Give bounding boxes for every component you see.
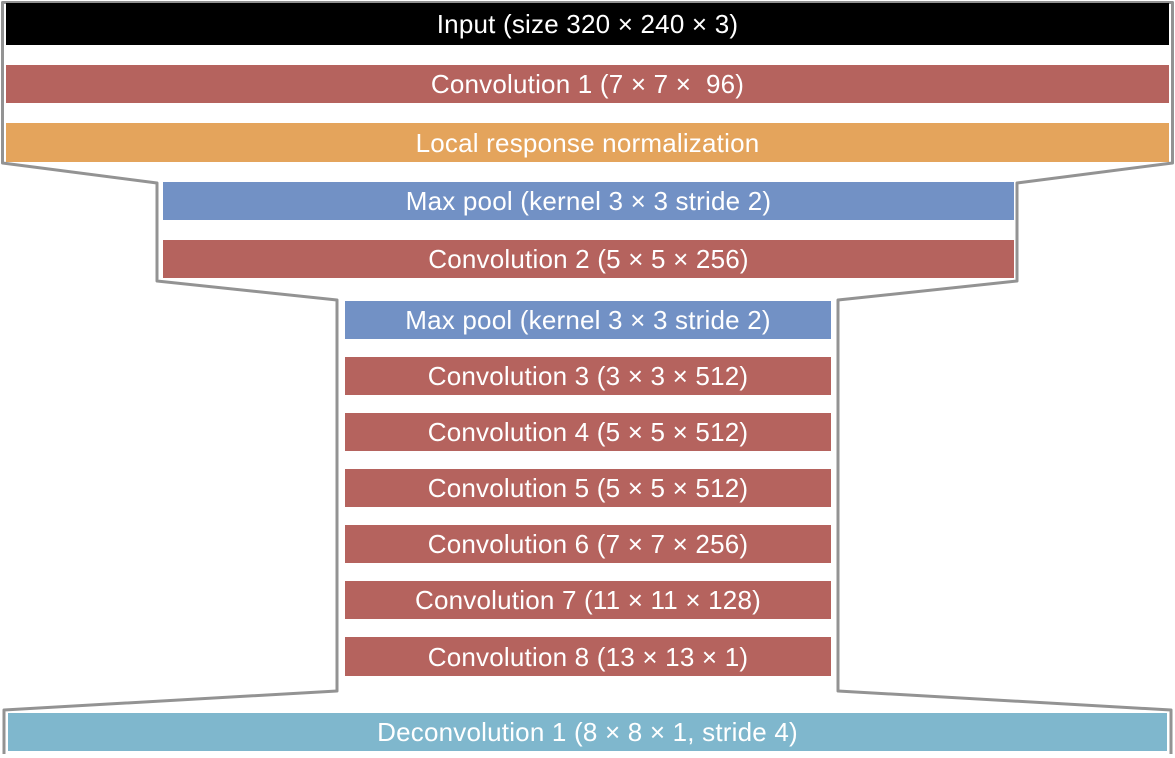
- layer-input-label: Input (size 320 × 240 × 3): [436, 9, 739, 39]
- layer-convolution-7: Convolution 7 (11 × 11 × 128): [345, 581, 831, 619]
- layer-convolution-4-label: Convolution 4 (5 × 5 × 512): [427, 417, 749, 447]
- layer-deconvolution-1-label: Deconvolution 1 (8 × 8 × 1, stride 4): [377, 717, 798, 747]
- layer-max-pool-2-label: Max pool (kernel 3 × 3 stride 2): [405, 305, 771, 335]
- layer-max-pool-1: Max pool (kernel 3 × 3 stride 2): [163, 182, 1014, 220]
- layer-convolution-2: Convolution 2 (5 × 5 × 256): [163, 240, 1014, 278]
- layer-convolution-4: Convolution 4 (5 × 5 × 512): [345, 413, 831, 451]
- layer-local-response-normalization-label: Local response normalization: [415, 127, 760, 158]
- layer-convolution-3-label: Convolution 3 (3 × 3 × 512): [427, 361, 749, 391]
- layer-max-pool-2: Max pool (kernel 3 × 3 stride 2): [345, 301, 831, 339]
- layer-convolution-5: Convolution 5 (5 × 5 × 512): [345, 469, 831, 507]
- layer-convolution-1: Convolution 1 (7 × 7 × 96): [6, 65, 1169, 103]
- layer-convolution-8-label: Convolution 8 (13 × 13 × 1): [427, 641, 749, 672]
- layer-max-pool-1-label: Max pool (kernel 3 × 3 stride 2): [405, 186, 772, 216]
- layer-convolution-2-label: Convolution 2 (5 × 5 × 256): [428, 244, 749, 274]
- layer-convolution-6-label: Convolution 6 (7 × 7 × 256): [427, 529, 749, 559]
- layer-convolution-8: Convolution 8 (13 × 13 × 1): [345, 637, 831, 676]
- layer-convolution-7-label: Convolution 7 (11 × 11 × 128): [415, 585, 761, 615]
- layer-convolution-5-label: Convolution 5 (5 × 5 × 512): [427, 473, 749, 503]
- layer-convolution-6: Convolution 6 (7 × 7 × 256): [345, 525, 831, 563]
- layer-convolution-3: Convolution 3 (3 × 3 × 512): [345, 357, 831, 395]
- layer-deconvolution-1: Deconvolution 1 (8 × 8 × 1, stride 4): [8, 713, 1167, 751]
- layer-local-response-normalization: Local response normalization: [6, 123, 1169, 162]
- layer-convolution-1-label: Convolution 1 (7 × 7 × 96): [430, 69, 745, 99]
- layer-input: Input (size 320 × 240 × 3): [6, 3, 1169, 45]
